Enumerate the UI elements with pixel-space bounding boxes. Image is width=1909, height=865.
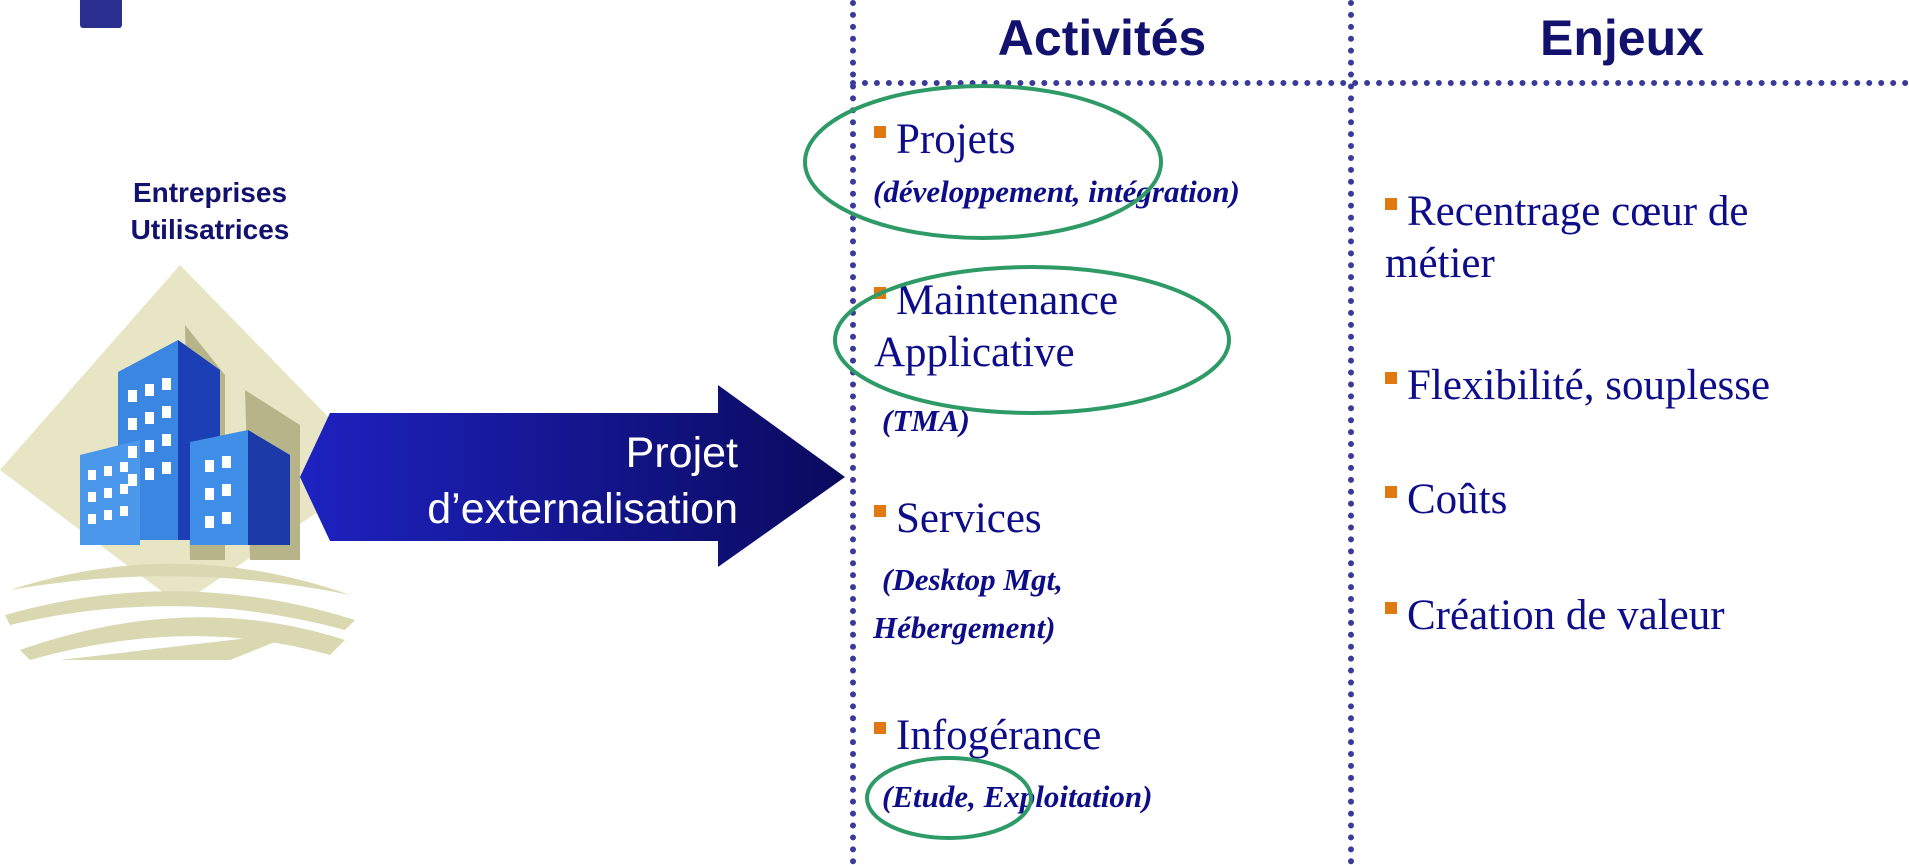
divider-header <box>850 80 1909 86</box>
bullet-icon <box>1385 198 1397 210</box>
user-companies-title-line1: Entreprises <box>132 177 288 208</box>
divider-left <box>850 0 856 865</box>
stake-creation-valeur: Création de valeur <box>1385 590 1725 642</box>
arrow-label-line2: d’externalisation <box>427 485 738 533</box>
stake-couts-label: Coûts <box>1407 476 1508 523</box>
stake-creation-valeur-label: Création de valeur <box>1407 592 1725 639</box>
buildings-illustration <box>0 265 380 660</box>
activity-projets-label: Projets <box>896 116 1016 163</box>
arrow-label: Projet d’externalisation <box>300 425 738 537</box>
activity-services: Services <box>874 493 1042 545</box>
stake-recentrage: Recentrage cœur de métier <box>1385 186 1748 290</box>
bullet-icon <box>1385 602 1397 614</box>
stake-recentrage-line1: Recentrage cœur de <box>1407 188 1749 235</box>
activity-infogerance: Infogérance <box>874 710 1101 762</box>
stake-flexibilite-label: Flexibilité, souplesse <box>1407 362 1771 409</box>
bullet-icon <box>874 126 886 138</box>
user-companies-title: Entreprises Utilisatrices <box>60 174 360 248</box>
externalization-arrow <box>300 385 845 567</box>
stake-recentrage-line2: métier <box>1385 240 1495 287</box>
bullet-icon <box>874 722 886 734</box>
bullet-icon <box>874 287 886 299</box>
activity-infogerance-detail: (Etude, Exploitation) <box>882 779 1153 814</box>
stake-couts: Coûts <box>1385 474 1507 526</box>
activity-services-label: Services <box>896 495 1042 542</box>
activity-projets: Projets <box>874 114 1015 166</box>
activity-maintenance-detail: (TMA) <box>882 403 970 438</box>
bullet-icon <box>874 505 886 517</box>
activities-header: Activités <box>997 10 1207 66</box>
corner-square <box>80 0 122 28</box>
activity-maintenance: Maintenance Applicative <box>874 275 1118 379</box>
stakes-header: Enjeux <box>1540 10 1704 66</box>
activity-services-detail-line2: Hébergement) <box>873 610 1056 645</box>
activity-services-detail-line1: (Desktop Mgt, <box>882 562 1063 597</box>
activity-services-detail: (Desktop Mgt, Hébergement) <box>873 556 1063 652</box>
activity-maintenance-label-line2: Applicative <box>874 329 1075 376</box>
bullet-icon <box>1385 372 1397 384</box>
activity-infogerance-label: Infogérance <box>896 712 1102 759</box>
activity-projets-detail: (développement, intégration) <box>873 174 1240 209</box>
activity-maintenance-label-line1: Maintenance <box>896 277 1119 324</box>
divider-middle <box>1348 0 1354 865</box>
stake-flexibilite: Flexibilité, souplesse <box>1385 360 1770 412</box>
arrow-label-line1: Projet <box>625 429 738 477</box>
bullet-icon <box>1385 486 1397 498</box>
user-companies-title-line2: Utilisatrices <box>130 214 290 245</box>
